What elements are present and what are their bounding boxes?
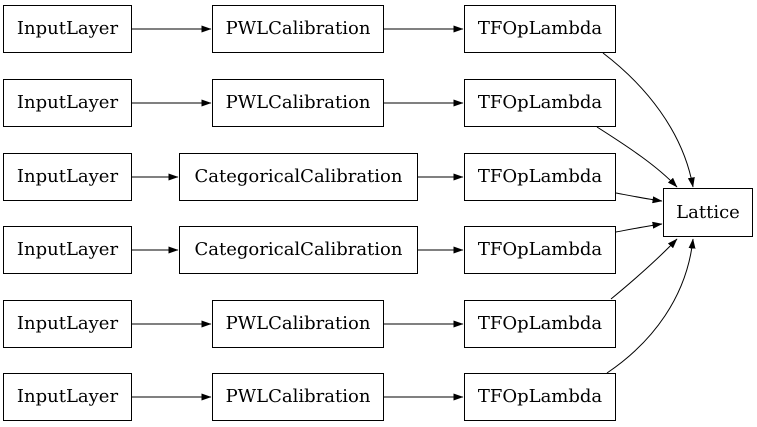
edge-lambda2-to-lattice <box>596 126 678 188</box>
node-tfop-lambda-4: TFOpLambda <box>464 226 616 274</box>
node-input-layer-3: InputLayer <box>3 153 132 201</box>
node-tfop-lambda-6: TFOpLambda <box>464 373 616 421</box>
node-tfop-lambda-3: TFOpLambda <box>464 153 616 201</box>
node-categorical-calibration-2: CategoricalCalibration <box>179 226 418 274</box>
node-pwl-calibration-4: PWLCalibration <box>212 373 384 421</box>
node-tfop-lambda-2: TFOpLambda <box>464 79 616 127</box>
node-tfop-lambda-5: TFOpLambda <box>464 300 616 348</box>
node-pwl-calibration-1: PWLCalibration <box>212 5 384 53</box>
node-input-layer-5: InputLayer <box>3 300 132 348</box>
edge-lambda5-to-lattice <box>610 238 678 300</box>
node-categorical-calibration-1: CategoricalCalibration <box>179 153 418 201</box>
node-lattice: Lattice <box>663 188 753 237</box>
edge-lambda3-to-lattice <box>615 192 663 204</box>
node-input-layer-2: InputLayer <box>3 79 132 127</box>
node-input-layer-1: InputLayer <box>3 5 132 53</box>
node-pwl-calibration-3: PWLCalibration <box>212 300 384 348</box>
edge-lambda1-to-lattice <box>602 52 695 188</box>
node-pwl-calibration-2: PWLCalibration <box>212 79 384 127</box>
node-input-layer-6: InputLayer <box>3 373 132 421</box>
node-input-layer-4: InputLayer <box>3 226 132 274</box>
edge-lambda6-to-lattice <box>606 238 696 374</box>
edge-lambda4-to-lattice <box>615 221 663 233</box>
node-tfop-lambda-1: TFOpLambda <box>464 5 616 53</box>
